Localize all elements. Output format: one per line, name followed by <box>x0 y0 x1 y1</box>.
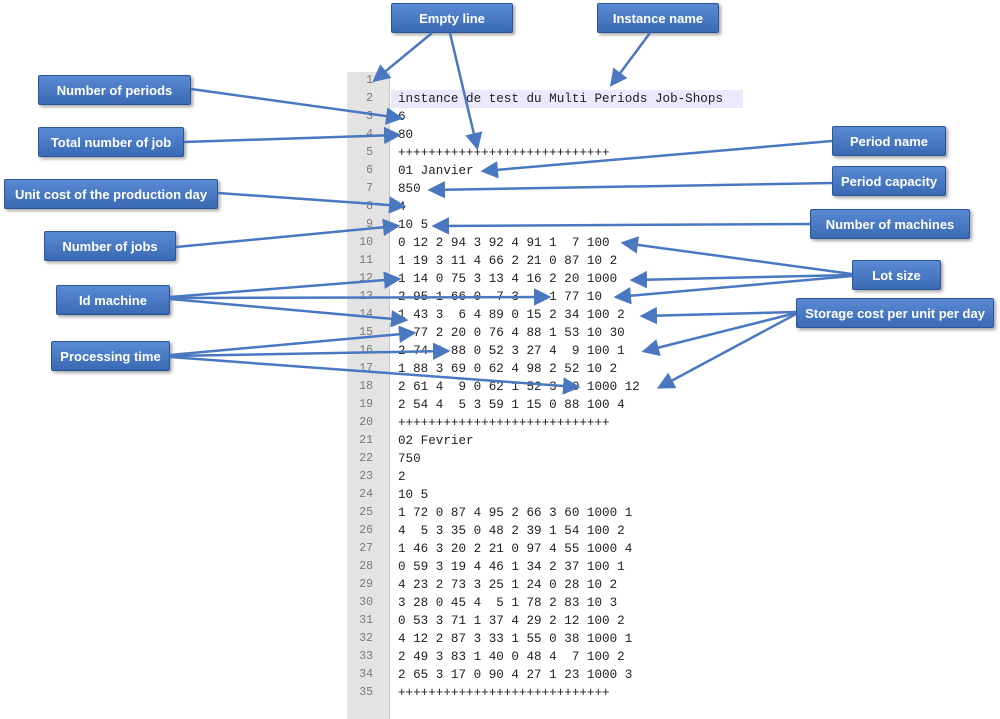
line-number: 19 <box>359 398 373 411</box>
callout-period-name: Period name <box>832 126 946 156</box>
arrow-empty-line-5 <box>448 32 483 151</box>
code-line: 850 <box>398 182 421 196</box>
arrow-period-capacity <box>427 181 833 199</box>
code-line: 1 19 3 11 4 66 2 21 0 87 10 2 <box>398 254 618 268</box>
code-line: 2 <box>398 470 406 484</box>
line-number: 11 <box>359 254 373 267</box>
line-number: 32 <box>359 632 373 645</box>
arrow-id-machine-c <box>169 297 409 328</box>
callout-processing-time: Processing time <box>51 341 170 371</box>
line-number: 2 <box>366 92 373 105</box>
code-line: 0 53 3 71 1 37 4 29 2 12 100 2 <box>398 614 625 628</box>
line-number: 31 <box>359 614 373 627</box>
code-line: 1 14 0 75 3 13 4 16 2 20 1000 <box>398 272 618 286</box>
code-line: 80 <box>398 128 414 142</box>
line-number: 27 <box>359 542 373 555</box>
line-number: 7 <box>366 182 373 195</box>
line-number: 26 <box>359 524 373 537</box>
line-number: 20 <box>359 416 373 429</box>
arrow-storage-cost-b <box>641 311 797 357</box>
line-number: 18 <box>359 380 373 393</box>
code-line: 1 46 3 20 2 21 0 97 4 55 1000 4 <box>398 542 633 556</box>
code-line: 750 <box>398 452 421 466</box>
line-number: 6 <box>366 164 373 177</box>
line-number: 8 <box>366 200 373 213</box>
line-number: 35 <box>359 686 373 699</box>
line-number: 33 <box>359 650 373 663</box>
line-number: 10 <box>359 236 373 249</box>
arrow-number-of-machines <box>431 217 811 235</box>
code-line: 2 65 3 17 0 90 4 27 1 23 1000 3 <box>398 668 633 682</box>
callout-lot-size: Lot size <box>852 260 941 290</box>
code-line: 02 Fevrier <box>398 434 474 448</box>
arrow-unit-cost <box>217 191 407 214</box>
callout-total-number-of-job: Total number of job <box>38 127 184 157</box>
code-line: 0 12 2 94 3 92 4 91 1 7 100 <box>398 236 610 250</box>
line-number: 9 <box>366 218 373 231</box>
line-number: 24 <box>359 488 373 501</box>
arrow-number-of-jobs <box>175 218 401 249</box>
code-line: 2 54 4 5 3 59 1 15 0 88 100 4 <box>398 398 625 412</box>
line-number: 4 <box>366 128 373 141</box>
callout-storage-cost: Storage cost per unit per day <box>796 298 994 328</box>
line-number: 22 <box>359 452 373 465</box>
callout-id-machine: Id machine <box>56 285 170 315</box>
line-number: 3 <box>366 110 373 123</box>
code-line: 10 5 <box>398 488 429 502</box>
code-line: ++++++++++++++++++++++++++++ <box>398 416 610 430</box>
arrow-instance-name <box>609 32 652 87</box>
code-line: instance de test du Multi Periods Job-Sh… <box>398 92 723 106</box>
line-number: 21 <box>359 434 373 447</box>
code-line: 01 Janvier <box>398 164 474 178</box>
current-line-highlight <box>391 90 743 108</box>
code-line: 1 72 0 87 4 95 2 66 3 60 1000 1 <box>398 506 633 520</box>
arrow-total-number-of-job <box>183 126 402 145</box>
arrow-period-name <box>480 139 833 179</box>
arrow-storage-cost-a <box>639 306 797 325</box>
callout-instance-name: Instance name <box>597 3 719 33</box>
arrow-processing-time-c <box>169 355 581 395</box>
arrow-lot-size-a <box>620 236 853 276</box>
code-line: 3 28 0 45 4 5 1 78 2 83 10 3 <box>398 596 618 610</box>
arrow-id-machine-a <box>169 271 402 299</box>
line-number: 5 <box>366 146 373 159</box>
arrow-lot-size-c <box>613 274 853 305</box>
line-number: 28 <box>359 560 373 573</box>
callout-period-capacity: Period capacity <box>832 166 946 196</box>
arrow-processing-time-a <box>169 325 417 357</box>
code-line: 4 12 2 87 3 33 1 55 0 38 1000 1 <box>398 632 633 646</box>
arrow-number-of-periods <box>190 87 404 125</box>
callout-number-of-periods: Number of periods <box>38 75 191 105</box>
callout-unit-cost: Unit cost of the production day <box>4 179 218 209</box>
arrow-lot-size-b <box>629 270 853 289</box>
arrow-storage-cost-c <box>656 312 797 389</box>
callout-number-of-machines: Number of machines <box>810 209 970 239</box>
code-line: 2 49 3 83 1 40 0 48 4 7 100 2 <box>398 650 625 664</box>
code-line: 4 5 3 35 0 48 2 39 1 54 100 2 <box>398 524 625 538</box>
code-line: 1 88 3 69 0 62 4 98 2 52 10 2 <box>398 362 618 376</box>
code-line: ++++++++++++++++++++++++++++ <box>398 686 610 700</box>
callout-number-of-jobs: Number of jobs <box>44 231 176 261</box>
code-line: ++++++++++++++++++++++++++++ <box>398 146 610 160</box>
line-number: 30 <box>359 596 373 609</box>
arrow-processing-time-b <box>169 342 451 361</box>
code-line: 4 77 2 20 0 76 4 88 1 53 10 30 <box>398 326 625 340</box>
line-number: 29 <box>359 578 373 591</box>
callout-empty-line: Empty line <box>391 3 513 33</box>
arrow-id-machine-b <box>169 288 552 306</box>
line-number: 25 <box>359 506 373 519</box>
line-number: 23 <box>359 470 373 483</box>
line-number: 34 <box>359 668 373 681</box>
arrow-empty-line-1 <box>372 32 433 83</box>
line-number: 1 <box>366 74 373 87</box>
code-line: 10 5 <box>398 218 429 232</box>
code-line: 4 23 2 73 3 25 1 24 0 28 10 2 <box>398 578 618 592</box>
code-line: 0 59 3 19 4 46 1 34 2 37 100 1 <box>398 560 625 574</box>
